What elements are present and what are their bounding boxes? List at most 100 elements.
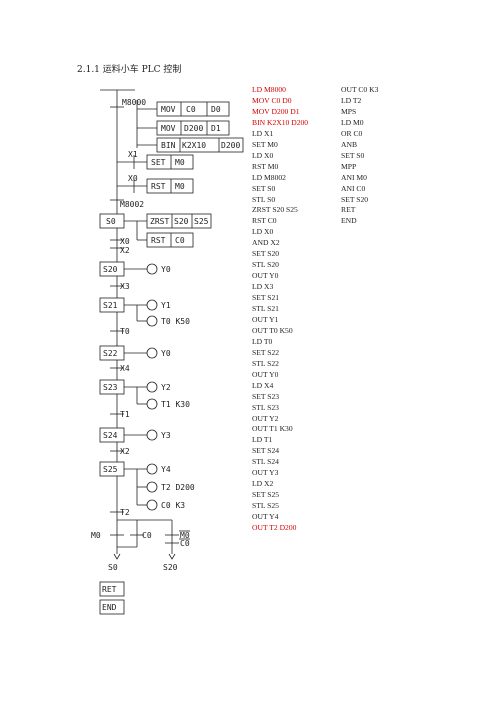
il-line: SET S23 (252, 391, 280, 401)
mov2-dst: D1 (211, 124, 221, 133)
counter-c0: C0 K3 (161, 501, 185, 510)
il-line: STL S22 (252, 358, 279, 368)
step-s21: S21 (103, 301, 118, 310)
contact-c0: C0 (142, 531, 152, 540)
timer-t0: T0 K50 (161, 317, 190, 326)
il-line: OUT Y1 (252, 314, 279, 324)
il-line: OUT C0 K3 (341, 85, 379, 94)
set-m0-op: SET (151, 158, 166, 167)
il-line: BIN K2X10 D200 (252, 117, 309, 127)
il-line: OUT T1 K30 (252, 424, 293, 434)
il-line: LD M8002 (252, 172, 286, 182)
step-s22: S22 (103, 349, 118, 358)
il-line: RST M0 (252, 161, 279, 171)
il-line: SET S20 (341, 194, 369, 204)
il-line: RET (341, 205, 356, 215)
il-line: SET S0 (252, 183, 276, 193)
rst-c0-target: C0 (175, 236, 185, 245)
il-line: OUT Y2 (252, 413, 279, 423)
mov1-src: C0 (186, 105, 196, 114)
output-y1: Y1 (161, 301, 171, 310)
zrst-from: S20 (174, 217, 189, 226)
il-line: STL S21 (252, 304, 279, 313)
output-y0: Y0 (161, 265, 171, 274)
transition-t2: T2 (120, 508, 130, 517)
il-line: SET S22 (252, 347, 280, 357)
il-line: OUT T2 D200 (252, 523, 297, 532)
il-line: MPS (341, 106, 357, 116)
step-s0: S0 (106, 217, 116, 226)
il-line: SET S0 (341, 150, 365, 160)
contact-m8002-label: M8002 (120, 200, 144, 209)
contact-x0-label: X0 (128, 174, 138, 183)
transition-t1: T1 (120, 410, 130, 419)
rst-m0-target: M0 (175, 182, 185, 191)
output-y2: Y2 (161, 383, 171, 392)
rst-c0-op: RST (151, 236, 166, 245)
il-line: STL S25 (252, 501, 279, 511)
jump-s20: S20 (163, 563, 178, 572)
il-line: SET S25 (252, 490, 280, 500)
end-instruction: END (102, 603, 117, 612)
section-heading: 2.1.1 运料小车 PLC 控制 (77, 65, 182, 75)
il-line: MOV D200 D1 (252, 106, 300, 116)
transition-x3: X3 (120, 282, 130, 291)
il-line: ANB (341, 139, 358, 149)
timer-t1: T1 K30 (161, 400, 190, 409)
il-line: SET M0 (252, 139, 278, 149)
timer-t2: T2 D200 (161, 483, 195, 492)
il-line: OUT Y3 (252, 468, 279, 478)
il-line: LD T1 (252, 435, 273, 445)
il-line: SET S20 (252, 249, 280, 259)
il-line: LD X1 (252, 128, 274, 138)
bin-src: K2X10 (182, 141, 206, 150)
transition-x2: X2 (120, 246, 130, 255)
bin-dst: D200 (221, 141, 240, 150)
contact-m0-nc: M0 (180, 531, 190, 540)
il-line: STL S23 (252, 402, 279, 412)
bin-op: BIN (161, 141, 176, 150)
il-line: SET S21 (252, 293, 280, 303)
il-line: LD X2 (252, 479, 274, 489)
il-line: LD X3 (252, 282, 274, 292)
il-line: STL S20 (252, 260, 279, 270)
il-line: OUT Y0 (252, 369, 279, 379)
transition-t0: T0 (120, 327, 130, 336)
il-line: SET S24 (252, 446, 280, 456)
il-line: OUT Y4 (252, 512, 279, 522)
il-line: LD M8000 (252, 85, 286, 94)
zrst-to: S25 (194, 217, 209, 226)
output-y3: Y3 (161, 431, 171, 440)
il-line: ANI M0 (341, 172, 367, 182)
il-line: OUT T0 K50 (252, 325, 293, 335)
il-line: OUT Y0 (252, 271, 279, 281)
mov1-dst: D0 (211, 105, 221, 114)
contact-x1-label: X1 (128, 150, 138, 159)
contact-c0-nc: C0 (180, 539, 190, 548)
il-line: LD T0 (252, 336, 273, 346)
step-s25: S25 (103, 465, 118, 474)
il-line: RST C0 (252, 216, 277, 226)
il-line: STL S0 (252, 194, 276, 204)
il-line: MPP (341, 161, 357, 171)
il-line: AND X2 (252, 238, 280, 248)
il-line: END (341, 216, 357, 226)
output-y4: Y4 (161, 465, 171, 474)
transition-x2-b: X2 (120, 447, 130, 456)
jump-s0: S0 (108, 563, 118, 572)
il-line: MOV C0 D0 (252, 95, 292, 105)
set-m0-target: M0 (175, 158, 185, 167)
mov2-src: D200 (184, 124, 203, 133)
il-line: LD X0 (252, 227, 274, 237)
transition-x0: X0 (120, 237, 130, 246)
ret-instruction: RET (102, 585, 117, 594)
contact-m8000-label: M8000 (122, 98, 146, 107)
step-s20: S20 (103, 265, 118, 274)
step-s23: S23 (103, 383, 118, 392)
zrst-op: ZRST (150, 217, 169, 226)
il-line: LD T2 (341, 95, 362, 105)
il-line: LD M0 (341, 117, 364, 127)
il-line: OR C0 (341, 128, 363, 138)
il-line: LD X0 (252, 150, 274, 160)
il-line: ZRST S20 S25 (252, 205, 298, 215)
